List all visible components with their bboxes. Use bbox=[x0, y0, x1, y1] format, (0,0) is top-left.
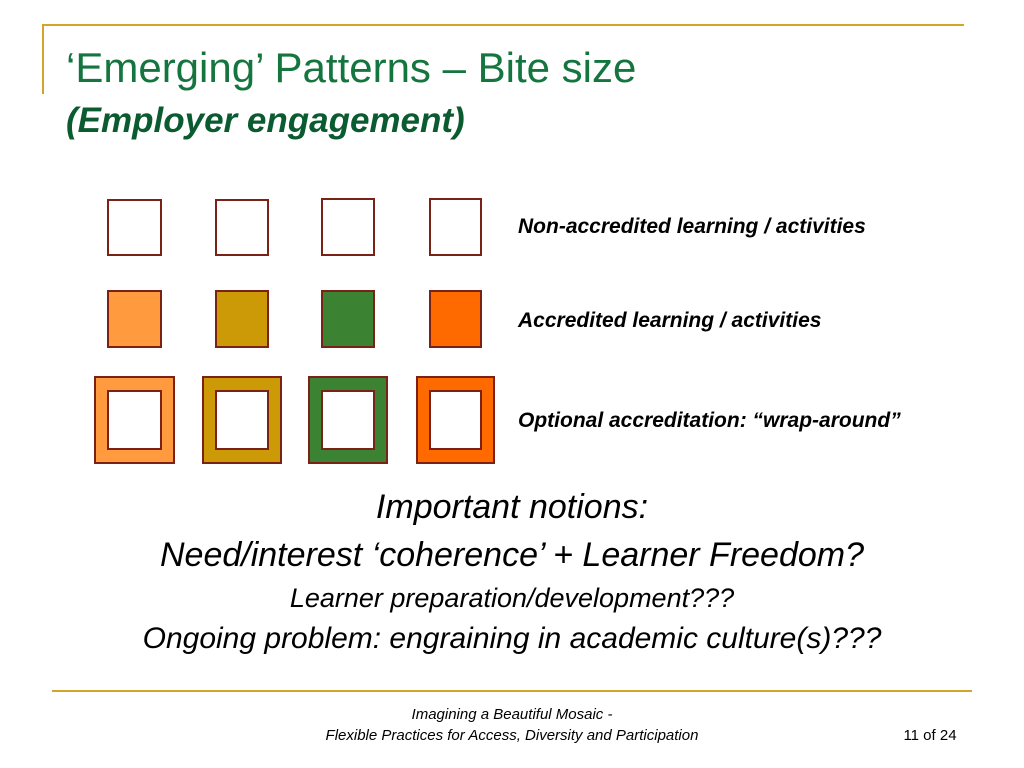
empty-square bbox=[321, 198, 375, 256]
notions-line-2: Learner preparation/development??? bbox=[289, 583, 735, 613]
notions-line-1: Need/interest ‘coherence’ + Learner Free… bbox=[159, 536, 865, 574]
filled-square-green bbox=[321, 290, 375, 348]
empty-square bbox=[429, 198, 482, 256]
row-label-accredited: Accredited learning / activities bbox=[518, 309, 822, 332]
slide-subtitle: (Employer engagement) bbox=[66, 101, 465, 140]
row-label-non-accredited: Non-accredited learning / activities bbox=[518, 215, 866, 238]
wrap-inner-square bbox=[215, 390, 269, 450]
wrap-inner-square bbox=[321, 390, 375, 450]
wrap-inner-square bbox=[107, 390, 162, 450]
filled-square-light-orange bbox=[107, 290, 162, 348]
left-rule bbox=[42, 24, 44, 94]
footer-line-1: Imagining a Beautiful Mosaic - bbox=[411, 706, 613, 723]
empty-square bbox=[107, 199, 162, 256]
filled-square-mustard bbox=[215, 290, 269, 348]
filled-square-orange bbox=[429, 290, 482, 348]
slide-title: ‘Emerging’ Patterns – Bite size bbox=[66, 44, 637, 91]
row-label-optional-accreditation: Optional accreditation: “wrap-around” bbox=[518, 409, 901, 432]
bottom-rule bbox=[52, 690, 972, 692]
top-rule bbox=[42, 24, 964, 26]
notions-line-3: Ongoing problem: engraining in academic … bbox=[142, 622, 882, 655]
wrap-inner-square bbox=[429, 390, 482, 450]
notions-heading: Important notions: bbox=[375, 488, 649, 526]
empty-square bbox=[215, 199, 269, 256]
page-number: 11 of 24 bbox=[903, 727, 957, 744]
footer-line-2: Flexible Practices for Access, Diversity… bbox=[325, 727, 699, 744]
